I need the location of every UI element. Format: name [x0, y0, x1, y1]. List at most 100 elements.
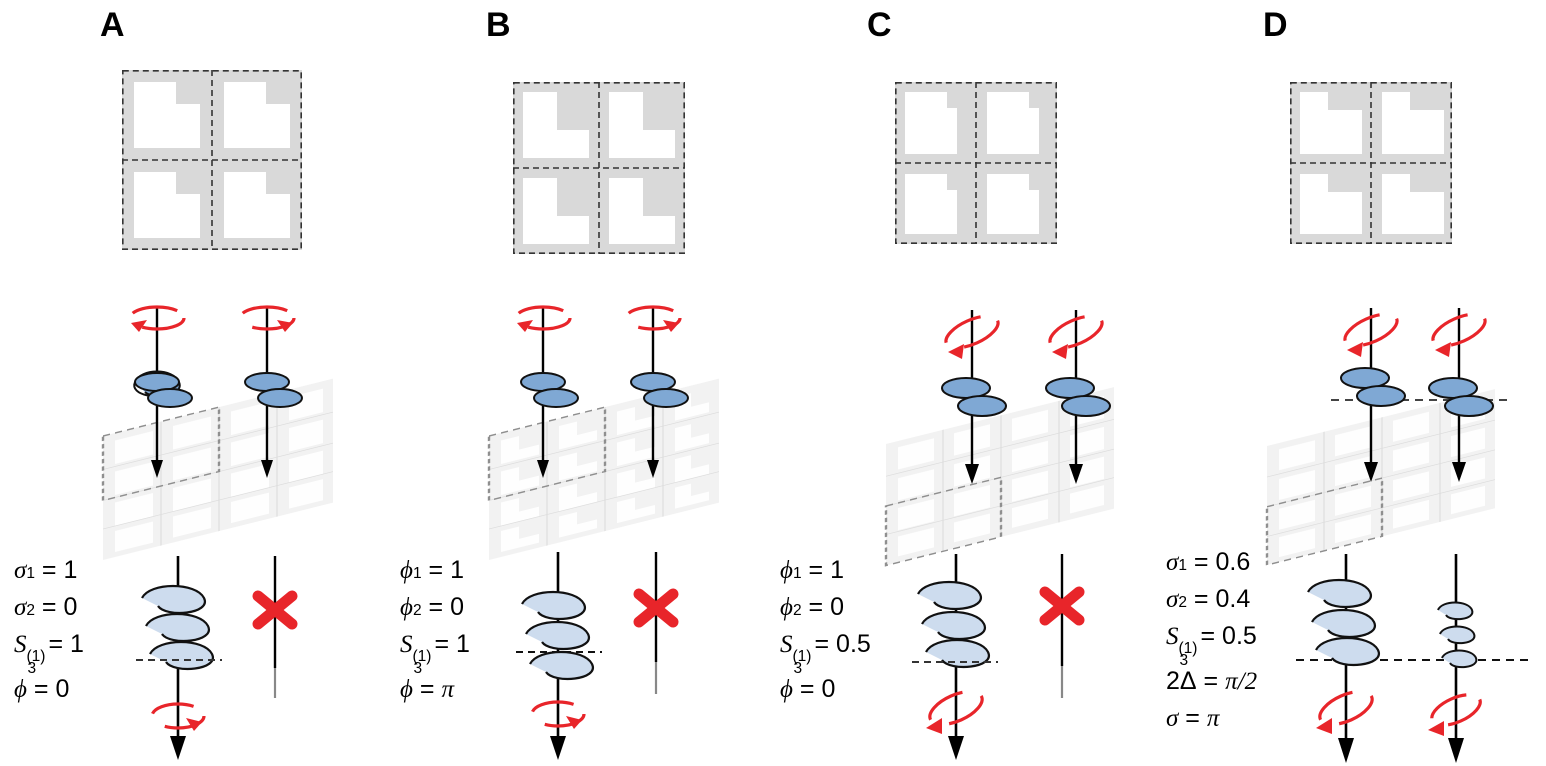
unit-cell-array-a [122, 70, 302, 250]
eq-symbol: σ [1166, 705, 1179, 732]
eq-value: 1 [456, 630, 470, 658]
eq-value: 0 [830, 593, 844, 621]
output-scene-b [516, 548, 736, 760]
unit-cell-array-d [1290, 82, 1452, 244]
eq-subscript: 2 [1178, 594, 1187, 611]
panel-label-c: C [867, 6, 892, 44]
eq-value: 1 [63, 556, 78, 584]
panel-b: B [386, 0, 772, 766]
eq-value: 0 [821, 675, 836, 703]
eq-value: 0.6 [1215, 548, 1251, 576]
eq-subscript: 1 [26, 565, 35, 582]
eq-value: 1 [70, 630, 84, 658]
output-scene-c [890, 548, 1120, 760]
eq-symbol: ϕ [780, 676, 793, 703]
panel-label-a: A [100, 6, 125, 44]
incident-beam-left-a [128, 305, 193, 478]
panel-label-b: B [486, 6, 511, 44]
output-beam-left-a [136, 556, 222, 760]
eq-subscript: 3 [793, 660, 803, 677]
equation-line: S(1)3= 1 [400, 630, 470, 677]
equation-line: S(1)3= 0.5 [780, 630, 871, 677]
eq-symbol: S [780, 631, 793, 658]
eq-value: 0 [63, 593, 78, 621]
eq-subscript: 2 [26, 602, 35, 619]
panel-d: D [1158, 0, 1544, 766]
equation-line: 2Δ = π/2 [1166, 667, 1258, 695]
output-beam-left-b [516, 552, 602, 760]
eq-subscript: 3 [413, 660, 423, 677]
incident-beam-right-d [1428, 308, 1494, 482]
incident-beam-right-b [624, 305, 689, 478]
eq-value: 0.5 [836, 630, 871, 658]
eq-value: 0.5 [1222, 622, 1257, 650]
eq-symbol: S [400, 631, 413, 658]
incident-beam-right-a [238, 305, 303, 478]
eq-value: 1 [830, 556, 844, 584]
eq-symbol: ϕ [14, 676, 27, 703]
eq-symbol: ϕ [400, 594, 413, 621]
equation-line: S(1)3= 1 [14, 630, 84, 677]
output-scene-a [136, 548, 360, 760]
eq-symbol: 2Δ [1166, 667, 1197, 695]
eq-symbol: ϕ [780, 557, 793, 584]
blocked-x-icon [633, 588, 679, 628]
incident-beam-left-c [941, 310, 1007, 484]
eq-symbol: σ [1166, 586, 1179, 613]
eq-subscript: 2 [412, 602, 422, 619]
eq-subscript: 1 [1178, 557, 1187, 574]
eq-superscript: (1) [412, 648, 432, 665]
eq-subscript: 1 [412, 565, 422, 582]
eq-symbol: S [1166, 623, 1179, 650]
eq-symbol: σ [1166, 549, 1179, 576]
output-beam-right-b [633, 552, 679, 694]
blocked-x-icon [252, 590, 298, 630]
output-beam-right-c [1039, 554, 1085, 698]
panel-a: A [0, 0, 386, 766]
output-beam-right-a [252, 556, 298, 698]
eq-symbol: ϕ [400, 676, 413, 703]
incident-beam-left-b [514, 305, 579, 478]
blocked-x-icon [1039, 586, 1085, 626]
eq-symbol: S [14, 631, 27, 658]
incident-scene-d [1253, 296, 1513, 567]
output-beam-left-c [912, 554, 998, 760]
equation-line: ϕ = 0 [780, 675, 836, 703]
eq-subscript: 3 [1179, 652, 1189, 669]
panel-c: C [772, 0, 1158, 766]
eq-subscript: 3 [27, 660, 37, 677]
metasurface-plane [101, 378, 333, 561]
output-beam-left-d [1307, 554, 1380, 763]
incident-scene-b [481, 296, 731, 561]
eq-superscript: (1) [1178, 640, 1198, 657]
incident-scene-c [872, 296, 1122, 567]
eq-value: π [441, 676, 454, 703]
eq-subscript: 1 [792, 565, 802, 582]
eq-symbol: ϕ [780, 594, 793, 621]
eq-value: 0 [55, 675, 70, 703]
equation-line: ϕ = π [400, 675, 454, 703]
eq-value: π/2 [1225, 668, 1258, 695]
eq-symbol: ϕ [400, 557, 413, 584]
eq-symbol: σ [14, 557, 27, 584]
eq-superscript: (1) [26, 648, 46, 665]
output-scene-d [1278, 548, 1528, 763]
eq-value: π [1206, 705, 1220, 732]
output-beam-right-d [1428, 554, 1482, 763]
panel-label-d: D [1263, 6, 1288, 44]
eq-subscript: 2 [792, 602, 802, 619]
equation-line: σ = π [1166, 704, 1220, 732]
unit-cell-array-b [513, 82, 685, 254]
